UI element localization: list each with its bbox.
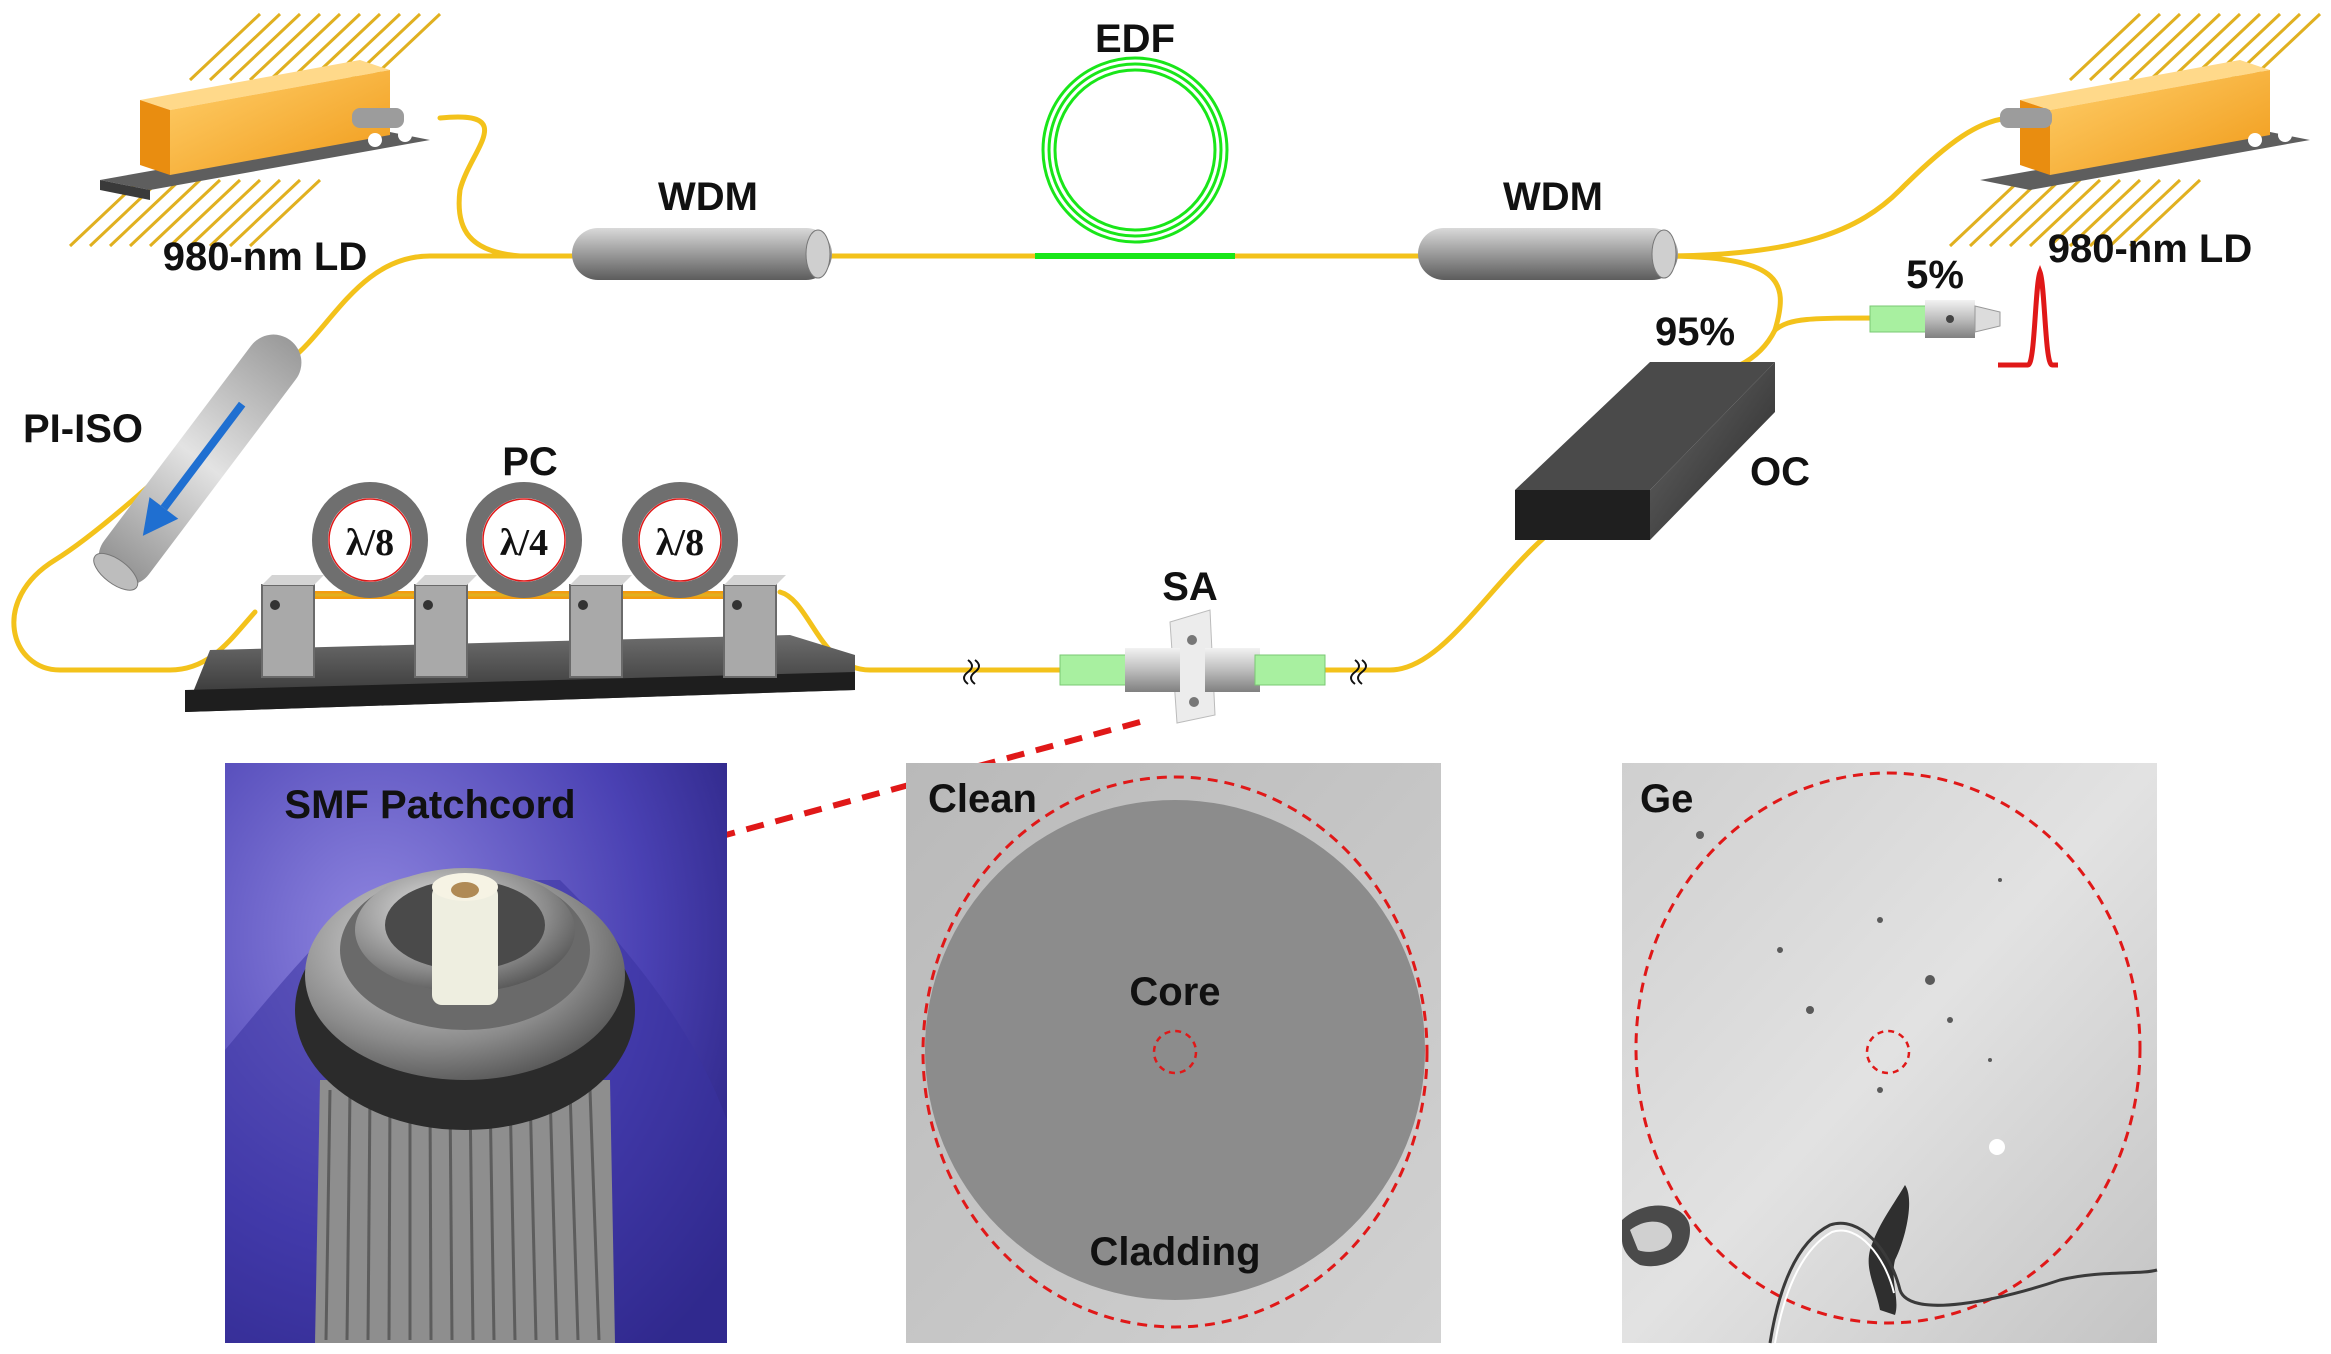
polarization-controller	[185, 482, 855, 712]
fiber-ring-left	[11, 253, 583, 673]
fiber-wdm-right-to-ld	[1657, 115, 2013, 259]
ld-right-label: 980-nm LD	[2048, 227, 2253, 271]
edf-label: EDF	[1095, 17, 1175, 61]
output-pulse-icon	[1998, 264, 2058, 368]
fiber-oc-to-5pct	[1772, 315, 1883, 333]
ge-panel	[1622, 763, 2158, 1344]
pi-iso	[93, 334, 302, 591]
clean-label: Clean	[928, 777, 1037, 821]
output-connector	[1869, 300, 2001, 338]
ld-right	[1948, 12, 2322, 248]
wdm-left-label: WDM	[658, 175, 758, 219]
wdm-right	[1418, 228, 1678, 280]
pc-label: PC	[502, 440, 558, 484]
ratio-95-label: 95%	[1655, 310, 1735, 354]
output-coupler	[1515, 362, 1775, 540]
wdm-right-label: WDM	[1503, 175, 1603, 219]
oc-label: OC	[1750, 450, 1810, 494]
wdm-left	[572, 228, 832, 280]
ratio-5-label: 5%	[1906, 253, 1964, 297]
cladding-label: Cladding	[1089, 1230, 1260, 1274]
fiber-sa-to-pc	[777, 589, 1073, 673]
pc-plate-2-label: λ/4	[500, 522, 548, 564]
sa-connector	[1059, 609, 1326, 724]
patchcord-label: SMF Patchcord	[284, 783, 575, 827]
edf-coil	[1035, 56, 1235, 259]
sa-label: SA	[1162, 565, 1218, 609]
fiber-pump-left	[437, 114, 523, 259]
ge-label: Ge	[1640, 777, 1693, 821]
fiber-paths	[11, 114, 2013, 673]
pointer-arrow-line	[589, 719, 1141, 875]
pc-plate-1-label: λ/8	[346, 522, 394, 564]
core-label: Core	[1129, 970, 1220, 1014]
clean-panel	[906, 763, 1441, 1343]
fiber-wdm-right-to-oc	[1657, 253, 1783, 368]
pi-iso-label: PI-ISO	[23, 407, 143, 451]
fiber-break-marks	[963, 659, 1367, 685]
pc-plate-3-label: λ/8	[656, 522, 704, 564]
ld-left-label: 980-nm LD	[163, 235, 368, 279]
ld-left	[68, 12, 442, 248]
patchcord-photo	[225, 763, 727, 1343]
